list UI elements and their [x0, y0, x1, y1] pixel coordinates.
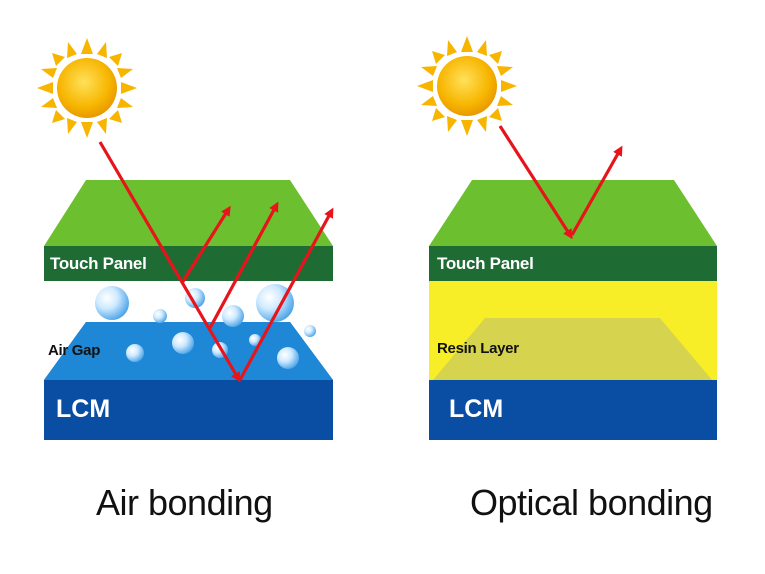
optical-bonding-diagram: [417, 36, 717, 440]
air-bubble-icon: [222, 305, 244, 327]
air-bubble-icon: [249, 334, 261, 346]
left-touch-panel-label: Touch Panel: [50, 254, 147, 273]
air-bubble-icon: [277, 347, 299, 369]
air-bubble-icon: [153, 309, 167, 323]
sun-icon: [417, 36, 517, 136]
left-touch-panel-layer: [44, 180, 333, 281]
optical-bonding-caption: Optical bonding: [470, 482, 713, 523]
air-bubble-icon: [95, 286, 129, 320]
reflected-ray-arrow-icon: [238, 207, 334, 381]
right-lcm-layer: [429, 380, 717, 440]
right-resin-layer: [429, 281, 717, 380]
resin-layer-label: Resin Layer: [437, 340, 519, 357]
air-bonding-caption: Air bonding: [96, 482, 273, 523]
reflected-ray-arrow-icon: [208, 201, 279, 329]
air-bubble-icon: [172, 332, 194, 354]
right-lcm-label: LCM: [449, 395, 504, 423]
light-rays: [498, 125, 623, 240]
air-bubbles: [95, 284, 316, 369]
incoming-ray: [98, 141, 241, 383]
incoming-ray: [498, 125, 573, 240]
sun-icon: [37, 38, 137, 138]
air-gap-label: Air Gap: [48, 342, 101, 359]
left-lcm-label: LCM: [56, 395, 111, 423]
air-bubble-icon: [256, 284, 294, 322]
air-bubble-icon: [126, 344, 144, 362]
light-rays: [98, 141, 334, 383]
air-bonding-diagram: [37, 38, 334, 440]
right-touch-panel-layer: [429, 180, 717, 281]
reflected-ray-arrow-icon: [570, 145, 623, 236]
right-touch-panel-label: Touch Panel: [437, 254, 534, 273]
air-bubble-icon: [304, 325, 316, 337]
reflected-ray-arrow-icon: [180, 205, 231, 284]
